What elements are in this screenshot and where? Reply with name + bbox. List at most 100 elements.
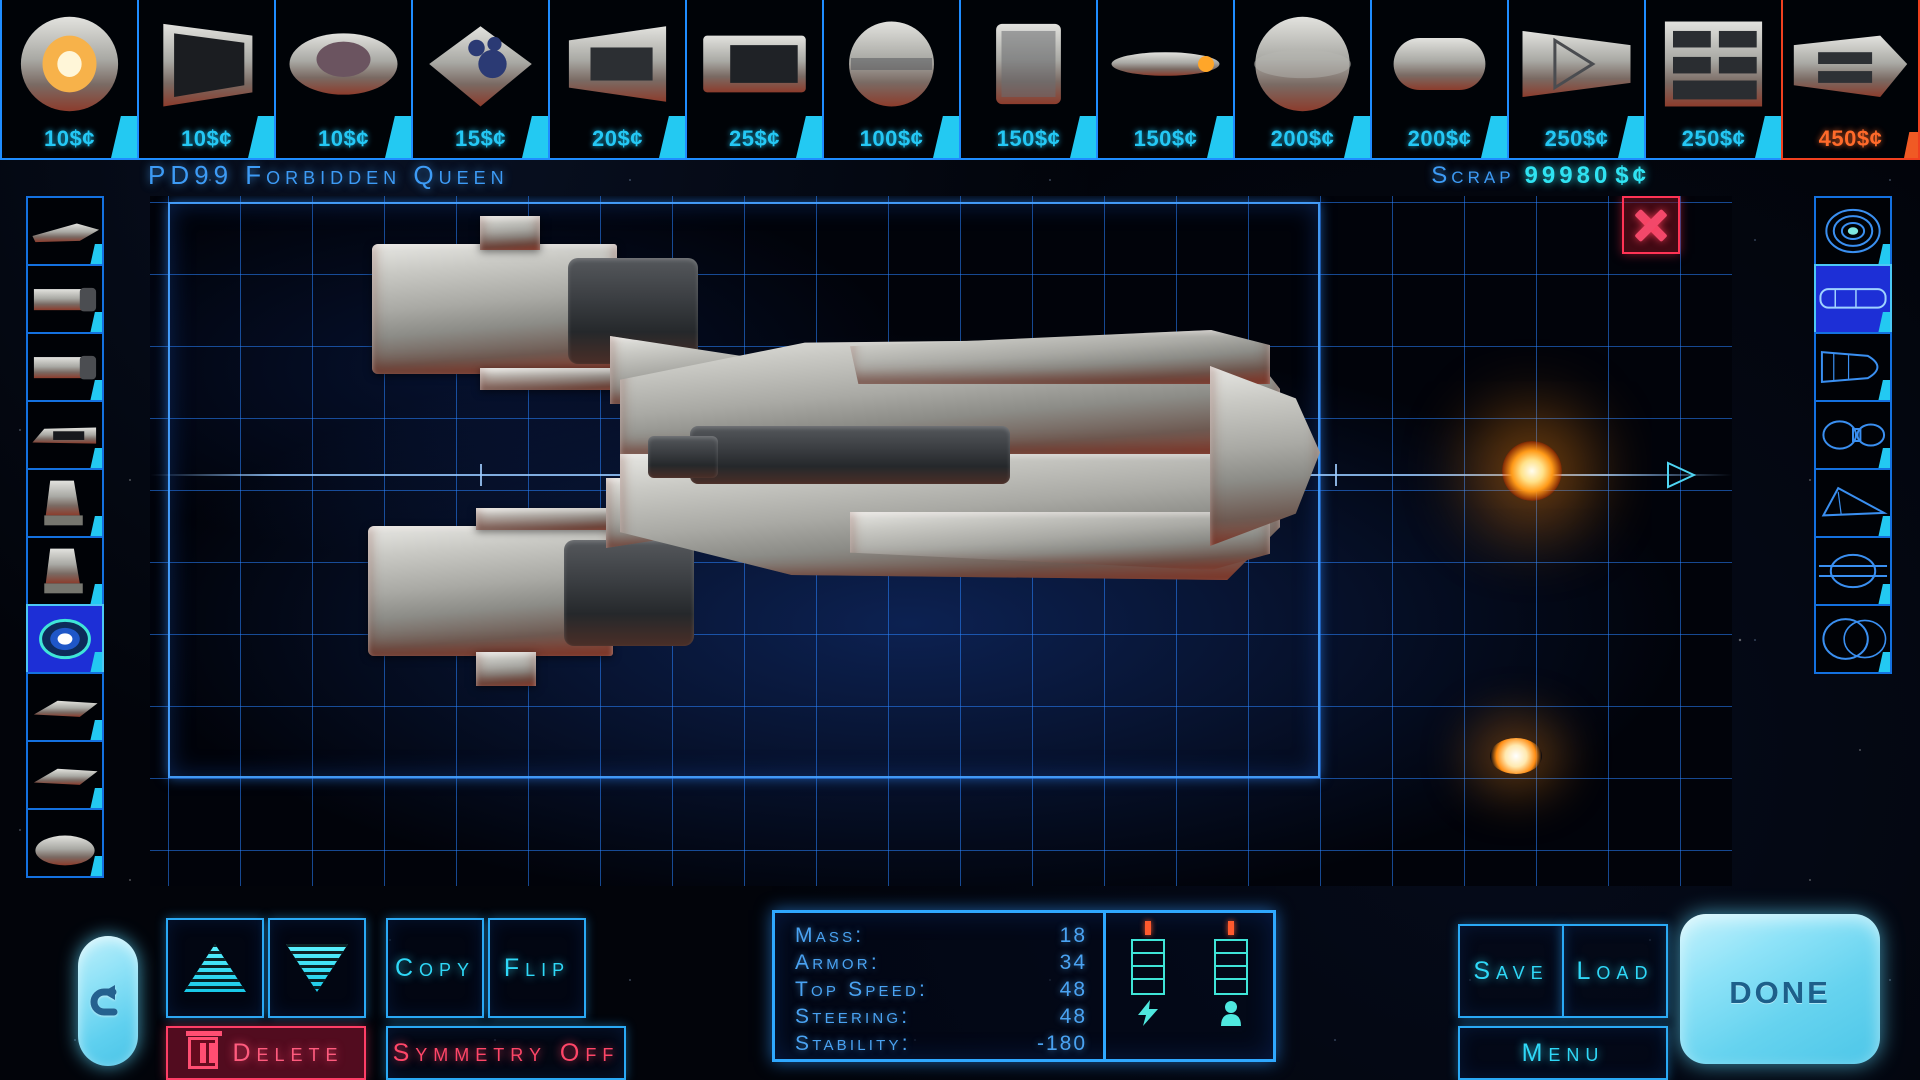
palette-item[interactable] bbox=[26, 196, 104, 266]
ship-part-dorsal-arm[interactable] bbox=[850, 330, 1270, 384]
long-hull-blueprint bbox=[1816, 266, 1890, 332]
shop-item[interactable]: 20$¢ bbox=[548, 0, 687, 160]
menu-button[interactable]: Menu bbox=[1458, 1026, 1668, 1080]
cabin-hull-part bbox=[28, 402, 102, 468]
fuel-tank-icon bbox=[1372, 4, 1507, 124]
shop-item[interactable]: 25$¢ bbox=[685, 0, 824, 160]
blueprint-parts-palette[interactable] bbox=[1814, 196, 1894, 674]
copy-button[interactable]: Copy bbox=[386, 918, 484, 1018]
palette-item[interactable] bbox=[26, 740, 104, 810]
shop-item[interactable]: 10$¢ bbox=[0, 0, 139, 160]
undo-icon bbox=[90, 985, 118, 1016]
stats-gauges bbox=[1103, 913, 1273, 1059]
save-label: Save bbox=[1473, 956, 1549, 985]
palette-item[interactable] bbox=[1814, 196, 1892, 266]
palette-item[interactable] bbox=[26, 536, 104, 606]
shop-item[interactable]: 200$¢ bbox=[1233, 0, 1372, 160]
stat-label: Stability: bbox=[795, 1032, 911, 1055]
flip-label: Flip bbox=[503, 953, 571, 982]
missile-icon bbox=[1098, 4, 1233, 124]
undo-button[interactable] bbox=[78, 936, 138, 1066]
wing-plate-part bbox=[28, 674, 102, 740]
engine-block-part bbox=[28, 334, 102, 400]
palette-item[interactable] bbox=[26, 400, 104, 470]
shop-item[interactable]: 100$¢ bbox=[822, 0, 961, 160]
shop-item[interactable]: 150$¢ bbox=[959, 0, 1098, 160]
delete-button[interactable]: Delete bbox=[166, 1026, 366, 1080]
frame-blueprint bbox=[1816, 538, 1890, 604]
symmetry-label: Symmetry Off bbox=[392, 1038, 620, 1067]
stat-value: 48 bbox=[1059, 978, 1087, 1001]
palette-item[interactable] bbox=[26, 332, 104, 402]
flip-button[interactable]: Flip bbox=[488, 918, 586, 1018]
gauge-bars bbox=[1214, 939, 1249, 995]
palette-item[interactable] bbox=[1814, 332, 1892, 402]
palette-item[interactable] bbox=[26, 264, 104, 334]
stat-label: Mass: bbox=[795, 924, 865, 947]
stat-row: Stability: -180 bbox=[795, 1030, 1087, 1057]
assembled-ship[interactable] bbox=[150, 196, 1732, 886]
shop-item[interactable]: 10$¢ bbox=[274, 0, 413, 160]
rack-module-icon bbox=[1646, 4, 1781, 124]
stat-value: 48 bbox=[1059, 1005, 1087, 1028]
shop-item[interactable]: 15$¢ bbox=[411, 0, 550, 160]
ship-part-nose[interactable] bbox=[1210, 366, 1320, 546]
stat-value: -180 bbox=[1036, 1032, 1087, 1055]
gauge bbox=[1210, 921, 1252, 1032]
thruster-glow-part bbox=[28, 606, 102, 672]
stat-value: 18 bbox=[1059, 924, 1087, 947]
armored-wedge-icon bbox=[1509, 4, 1644, 124]
load-button[interactable]: Load bbox=[1562, 924, 1668, 1018]
copy-label: Copy bbox=[394, 953, 476, 982]
palette-item[interactable] bbox=[1814, 468, 1892, 538]
crew-person-icon bbox=[1218, 999, 1244, 1032]
ship-part-lower-engine-detail[interactable] bbox=[564, 540, 694, 646]
palette-item[interactable] bbox=[26, 672, 104, 742]
shop-item-price: 450$¢ bbox=[1818, 126, 1883, 151]
shop-item[interactable]: 450$¢ bbox=[1781, 0, 1920, 160]
done-button[interactable]: Done bbox=[1680, 914, 1880, 1064]
palette-item[interactable] bbox=[26, 808, 104, 878]
installed-parts-palette[interactable] bbox=[26, 196, 106, 878]
power-bolt-icon bbox=[1135, 999, 1161, 1032]
nose-fairing-part bbox=[28, 198, 102, 264]
shop-item[interactable]: 10$¢ bbox=[137, 0, 276, 160]
move-up-button[interactable] bbox=[166, 918, 264, 1018]
wing-panel-icon bbox=[139, 4, 274, 124]
done-label: Done bbox=[1729, 964, 1831, 1013]
close-icon[interactable] bbox=[1622, 196, 1680, 254]
shop-item[interactable]: 200$¢ bbox=[1370, 0, 1509, 160]
capsule-hull-icon bbox=[276, 4, 411, 124]
scrap-label: Scrap bbox=[1431, 162, 1515, 189]
ship-part-upper-engine-cap[interactable] bbox=[480, 216, 540, 250]
reactor-drum-icon bbox=[961, 4, 1096, 124]
palette-item[interactable] bbox=[1814, 264, 1892, 334]
ship-part-thruster-barrel[interactable] bbox=[648, 436, 718, 478]
palette-item[interactable] bbox=[1814, 536, 1892, 606]
shop-item[interactable]: 150$¢ bbox=[1096, 0, 1235, 160]
menu-label: Menu bbox=[1521, 1038, 1605, 1067]
stat-label: Top Speed: bbox=[795, 978, 929, 1001]
save-button[interactable]: Save bbox=[1458, 924, 1564, 1018]
ship-part-lower-engine-cap[interactable] bbox=[476, 652, 536, 686]
palette-item[interactable] bbox=[1814, 400, 1892, 470]
shop-item[interactable]: 250$¢ bbox=[1644, 0, 1783, 160]
symmetry-toggle-button[interactable]: Symmetry Off bbox=[386, 1026, 626, 1080]
shop-item[interactable]: 250$¢ bbox=[1507, 0, 1646, 160]
stat-row: Armor:34 bbox=[795, 949, 1087, 976]
gauge-overflow-pip bbox=[1144, 921, 1151, 935]
build-viewport[interactable] bbox=[150, 196, 1732, 886]
box-hull-icon bbox=[687, 4, 822, 124]
scrap-currency-unit: $¢ bbox=[1615, 162, 1650, 189]
move-down-button[interactable] bbox=[268, 918, 366, 1018]
palette-item[interactable] bbox=[26, 468, 104, 538]
palette-item[interactable] bbox=[1814, 604, 1892, 674]
palette-item[interactable] bbox=[26, 604, 104, 674]
engine-thruster-icon bbox=[2, 4, 137, 124]
ship-part-spine[interactable] bbox=[690, 426, 1010, 484]
engine-block-part bbox=[28, 266, 102, 332]
trash-icon bbox=[186, 1031, 223, 1069]
